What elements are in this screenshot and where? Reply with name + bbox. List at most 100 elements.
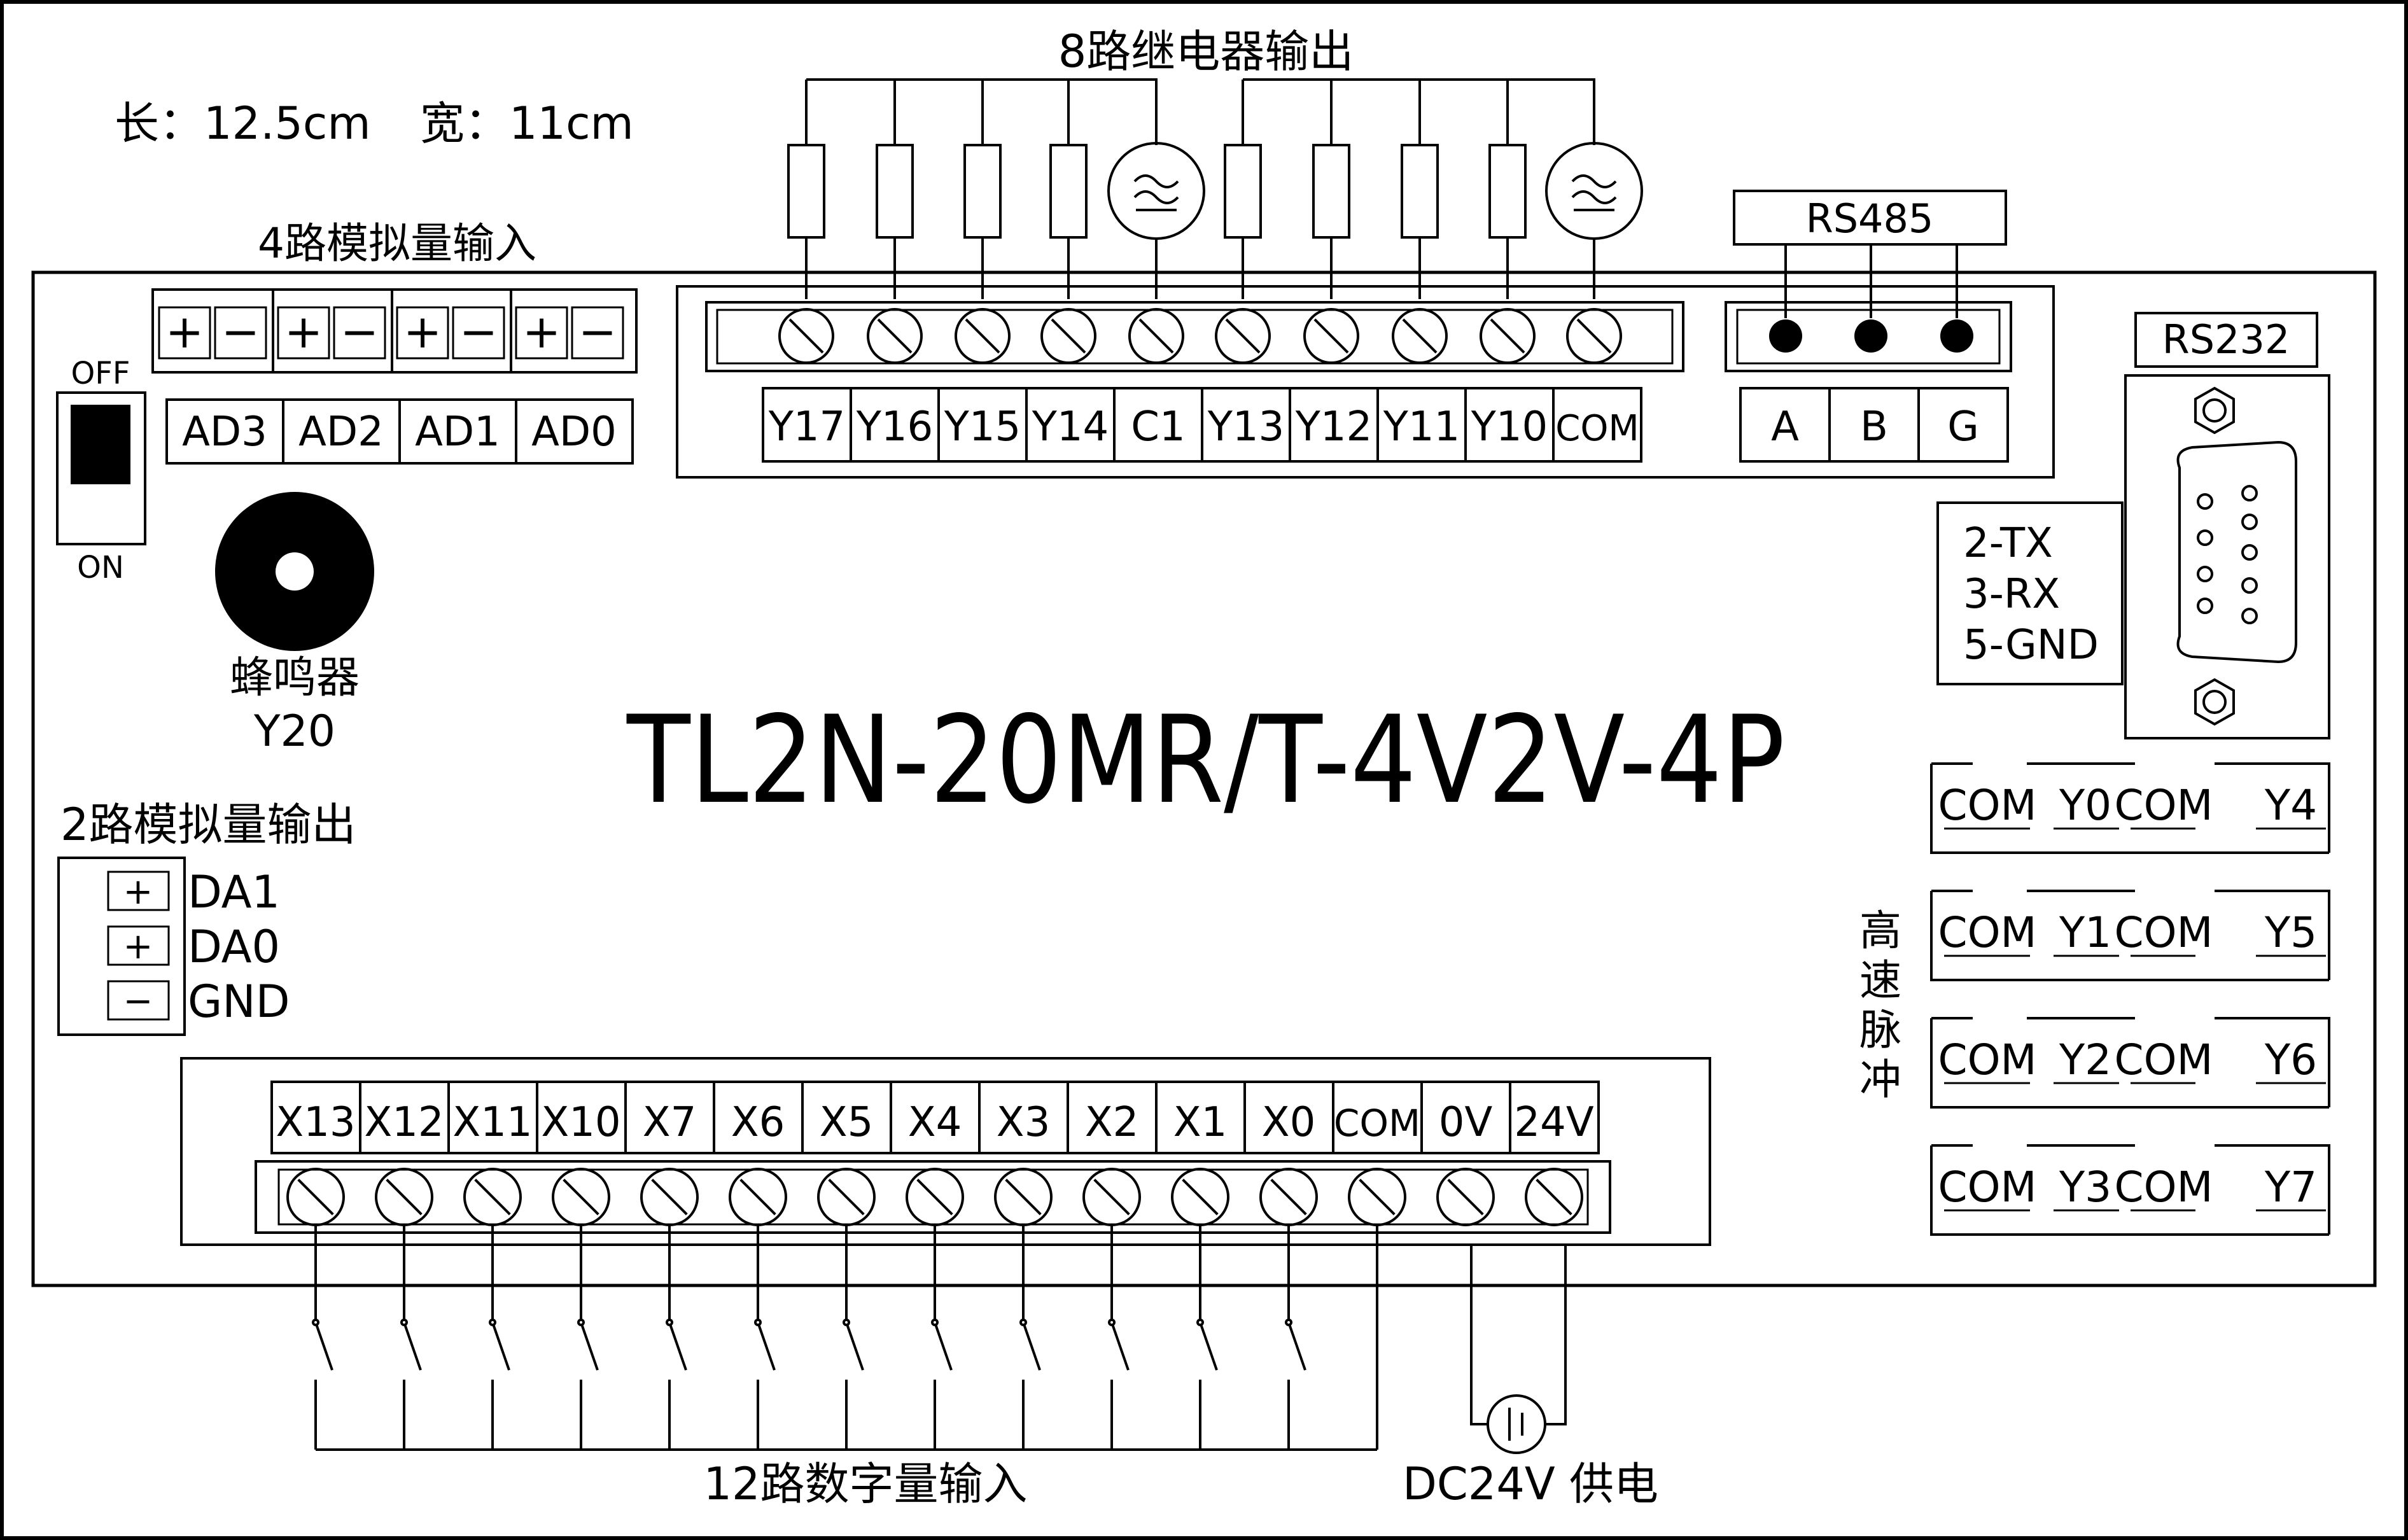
x-terminal-label: 24V [1514, 1099, 1593, 1146]
ad-channel-label: AD1 [415, 409, 500, 456]
ad-channel-label: AD2 [298, 409, 384, 456]
rs485-terminal-label: A [1771, 403, 1799, 451]
pulse-terminal-label: COM [2115, 1163, 2213, 1212]
rs485-terminal-dots [1769, 319, 1973, 353]
ad-terminal-cell [396, 306, 449, 360]
pulse-terminal-label: Y2 [2059, 1035, 2111, 1084]
da-channel-label: DA1 [188, 866, 280, 918]
x-terminal-label: COM [1334, 1102, 1420, 1145]
rs232-pin-tx: 2-TX [1963, 520, 2053, 567]
da-terminal-cell [107, 871, 170, 911]
relay-terminal-label: Y12 [1295, 403, 1373, 451]
ad-terminal-cell [214, 306, 267, 360]
da-sign: + [123, 871, 153, 913]
x-terminal-label: X2 [1085, 1099, 1139, 1146]
ad-terminal-cell [158, 306, 211, 360]
relay-output-title: 8路继电器输出 [1058, 25, 1354, 78]
ad-terminal-cell [571, 306, 624, 360]
x-terminal-label: X4 [908, 1099, 962, 1146]
rs232-pin-legend [1936, 501, 2124, 685]
x-terminal-screw-icon [463, 1168, 522, 1226]
x-terminal-label: X11 [452, 1099, 532, 1146]
ad-sign: − [340, 305, 379, 358]
relay-terminal-label: Y14 [1032, 403, 1109, 451]
relay-output-wiring [787, 78, 1643, 299]
x-terminal-label: 0V [1439, 1099, 1493, 1146]
da-terminal-cell [107, 980, 170, 1021]
relay-terminal-screw-icon [1303, 308, 1359, 364]
pulse-row [1930, 762, 2330, 854]
ad-channel-label: AD3 [182, 409, 267, 456]
ad-sign: + [403, 305, 442, 358]
analog-output-block [57, 857, 186, 1036]
ad-channel-cell [515, 398, 634, 465]
pulse-terminal-label: COM [1938, 1035, 2037, 1084]
relay-terminal-label: Y10 [1471, 403, 1548, 451]
pulse-terminal-label: COM [1938, 908, 2037, 957]
relay-screw-strip [705, 301, 1684, 372]
pulse-terminal-label: COM [1938, 781, 2037, 830]
relay-terminal-label: COM [1555, 408, 1639, 449]
ad-terminal-cell [515, 306, 568, 360]
pulse-terminal-label: Y5 [2264, 908, 2317, 957]
relay-terminal-screw-icon [1215, 308, 1271, 364]
x-terminal-cell [1509, 1081, 1600, 1154]
rs232-title: RS232 [2162, 316, 2290, 363]
ad-sign: − [459, 305, 498, 358]
ad-sign: + [522, 305, 561, 358]
rs232-title-box [2134, 312, 2318, 368]
pulse-terminal-label: COM [2115, 1035, 2213, 1084]
relay-terminal-screw-icon [955, 308, 1011, 364]
pulse-terminal-label: Y4 [2264, 781, 2317, 830]
x-terminal-label: X13 [276, 1099, 355, 1146]
pulse-terminal-label: Y7 [2264, 1163, 2317, 1212]
x-terminal-label: X0 [1262, 1099, 1316, 1146]
width-label: 宽：11cm [420, 97, 634, 150]
pulse-terminal-label: COM [1938, 1163, 2037, 1212]
analog-input-title: 4路模拟量输入 [258, 219, 536, 268]
x-terminal-screw-icon [1348, 1168, 1406, 1226]
da-channel-label: GND [188, 976, 290, 1028]
da-terminal-cell [107, 925, 170, 966]
ad-sign: − [221, 305, 260, 358]
ad-terminal-cell [277, 306, 330, 360]
rs485-terminal-strip [1725, 301, 2012, 372]
relay-terminal-label: Y13 [1207, 403, 1285, 451]
pulse-title-char: 高 [1859, 906, 1901, 955]
x-terminal-screw-icon [729, 1168, 787, 1226]
digital-input-title: 12路数字量输入 [703, 1458, 1027, 1510]
x-terminal-screw-icon [1436, 1168, 1495, 1226]
da-sign: − [123, 981, 153, 1022]
x-terminal-screw-icon [1259, 1168, 1318, 1226]
rs485-terminal-label: G [1947, 403, 1979, 451]
rs485-terminal-cell [1917, 387, 2009, 463]
pulse-terminal-label: Y0 [2059, 781, 2111, 830]
x-terminal-label: X5 [820, 1099, 874, 1146]
pulse-terminal-label: Y1 [2059, 908, 2111, 957]
relay-terminal-label: Y11 [1383, 403, 1460, 451]
x-terminal-screw-icon [1525, 1168, 1583, 1226]
ad-channel-label: AD0 [531, 409, 617, 456]
relay-terminal-screw-icon [867, 308, 923, 364]
x-terminal-label: X7 [643, 1099, 697, 1146]
x-terminal-screw-icon [640, 1168, 699, 1226]
pulse-title-char: 速 [1859, 956, 1901, 1005]
buzzer-label: 蜂鸣器 [230, 653, 360, 703]
x-terminal-screw-icon [286, 1168, 345, 1226]
db9-connector-icon [2176, 386, 2297, 726]
pulse-row [1930, 1017, 2330, 1109]
buzzer-output: Y20 [253, 706, 335, 757]
ad-sign: + [165, 305, 204, 358]
x-terminal-screw-icon [817, 1168, 876, 1226]
rs232-pin-gnd: 5-GND [1963, 622, 2099, 669]
relay-block-frame [676, 285, 2055, 479]
rs232-port [2124, 374, 2330, 739]
x-terminal-screw-icon [906, 1168, 964, 1226]
x-terminal-screw-icon [994, 1168, 1053, 1226]
relay-terminal-label: C1 [1131, 403, 1185, 451]
dip-switch [56, 391, 146, 545]
dc-supply-icon [1470, 1244, 1567, 1454]
pulse-title-char: 冲 [1859, 1055, 1901, 1104]
